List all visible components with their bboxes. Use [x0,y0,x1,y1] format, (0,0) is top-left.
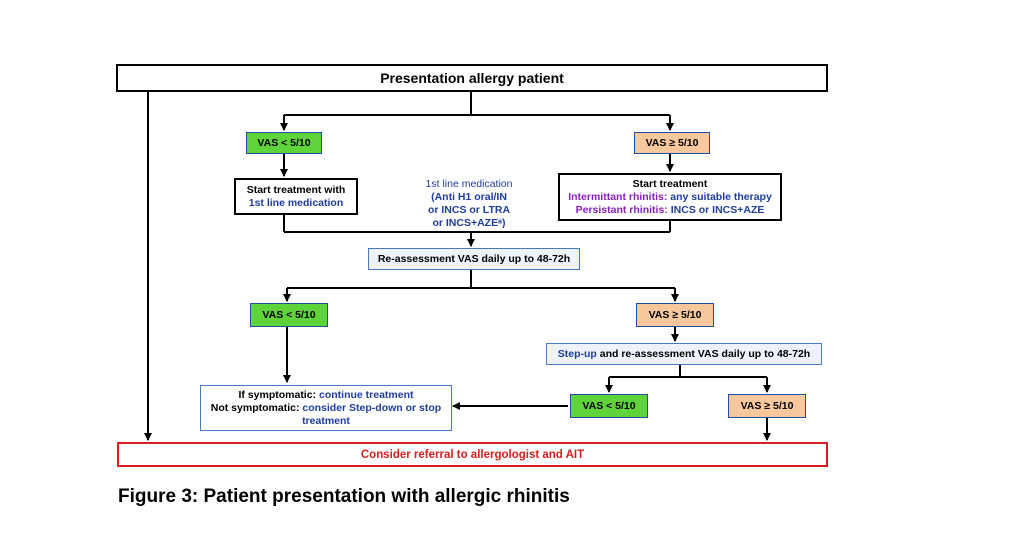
stepup-label: Step-up [557,348,597,360]
intermittent-label: Intermittant rhinitis: [568,190,668,203]
vas-low-label-1: VAS < 5/10 [257,137,311,149]
symptomatic-box: If symptomatic: continue treatment Not s… [200,385,452,431]
intermittent-line: Intermittant rhinitis: any suitable ther… [568,191,772,204]
vas-low-box-3: VAS < 5/10 [570,394,648,418]
vas-high-label-1: VAS ≥ 5/10 [645,137,699,149]
vas-low-box-1: VAS < 5/10 [246,132,322,154]
presentation-label: Presentation allergy patient [380,70,564,86]
stepup-reassess-label: and re-assessment VAS daily up to 48-72h [596,348,811,360]
vas-high-box-2: VAS ≥ 5/10 [636,303,714,327]
first-line-note-title: 1st line medication [425,178,513,190]
start-treatment-box: Start treatment Intermittant rhinitis: a… [558,173,782,221]
consider-stepdown-label: consider Step-down or stop [299,401,442,414]
referral-label: Consider referral to allergologist and A… [360,448,585,461]
presentation-box: Presentation allergy patient [116,64,828,92]
first-line-medication-label: 1st line medication [248,196,344,209]
not-symptomatic-label: Not symptomatic: [210,401,300,414]
persistent-line: Persistant rhinitis: INCS or INCS+AZE [576,204,765,217]
first-line-note-line-2: or INCS or LTRA [427,204,511,216]
treatment-word-label: treatment [302,414,350,427]
persistent-label: Persistant rhinitis: [575,203,668,216]
start-1st-line-box: Start treatment with 1st line medication [234,178,358,215]
vas-high-box-1: VAS ≥ 5/10 [634,132,710,154]
continue-treatment-label: continue treatment [316,388,414,401]
stepup-box: Step-up and re-assessment VAS daily up t… [546,343,822,365]
start-1st-line-label: Start treatment with [246,183,346,196]
reassessment-box: Re-assessment VAS daily up to 48-72h [368,248,580,270]
referral-box: Consider referral to allergologist and A… [117,442,828,467]
if-symptomatic-line: If symptomatic: continue treatment [238,389,413,402]
reassessment-label: Re-assessment VAS daily up to 48-72h [377,253,571,265]
first-line-note-line-3: or INCS+AZEᵃ) [432,217,506,229]
intermittent-value: any suitable therapy [667,190,772,203]
if-symptomatic-label: If symptomatic: [238,388,317,401]
stepup-line: Step-up and re-assessment VAS daily up t… [558,348,810,360]
start-treatment-label: Start treatment [632,177,708,190]
vas-low-label-2: VAS < 5/10 [262,309,316,321]
vas-low-box-2: VAS < 5/10 [250,303,328,327]
first-line-note: 1st line medication (Anti H1 oral/IN or … [384,178,554,230]
vas-high-label-3: VAS ≥ 5/10 [740,400,794,412]
vas-low-label-3: VAS < 5/10 [582,400,636,412]
figure-caption: Figure 3: Patient presentation with alle… [118,486,570,507]
first-line-note-line-1: (Anti H1 oral/IN [431,191,507,203]
vas-high-label-2: VAS ≥ 5/10 [648,309,702,321]
not-symptomatic-line: Not symptomatic: consider Step-down or s… [211,402,441,415]
vas-high-box-3: VAS ≥ 5/10 [728,394,806,418]
persistent-value: INCS or INCS+AZE [667,203,765,216]
